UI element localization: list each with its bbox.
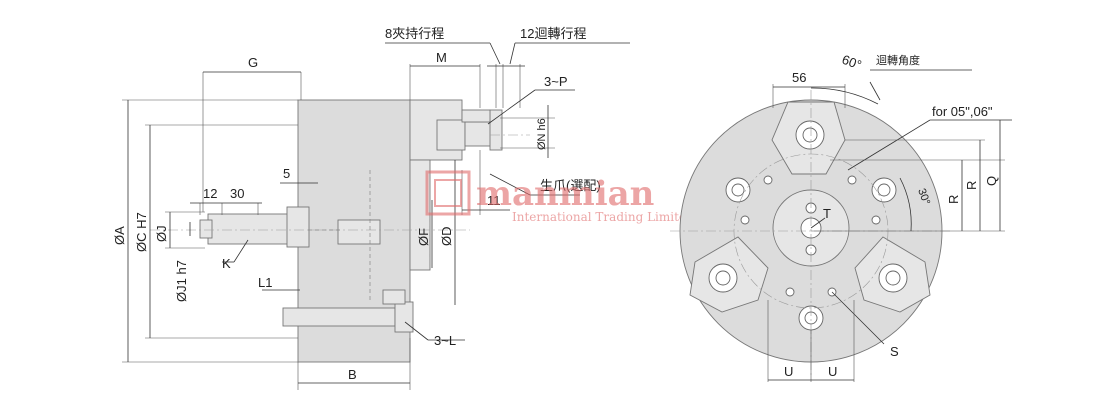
label-for-models: for 05",06" xyxy=(932,104,993,119)
label-G: G xyxy=(248,55,258,70)
front-view xyxy=(670,90,950,375)
label-11: 11 xyxy=(487,193,501,208)
label-phiC: ØC H7 xyxy=(134,212,149,252)
label-60-deg: 60° xyxy=(840,52,864,73)
label-U1: U xyxy=(784,364,793,379)
label-R1: R xyxy=(946,195,961,204)
bolt-small xyxy=(382,289,406,305)
label-30-deg: 30° xyxy=(915,187,932,207)
label-U2: U xyxy=(828,364,837,379)
label-5: 5 xyxy=(283,166,290,181)
label-3P: 3~P xyxy=(544,74,568,89)
watermark: manmian International Trading Limited xyxy=(425,170,694,224)
label-phiF: ØF xyxy=(416,228,431,246)
front-dimensions xyxy=(767,69,1012,382)
plug xyxy=(286,206,310,248)
watermark-brand: manmian xyxy=(476,174,654,214)
front-labels: 56 60° 迴轉角度 for 05",06" 30° T R R Q S U … xyxy=(784,52,999,379)
jaw-upper xyxy=(436,119,466,151)
label-3L: 3~L xyxy=(434,333,456,348)
piston xyxy=(337,219,381,245)
draw-tube xyxy=(207,213,299,245)
watermark-logo xyxy=(425,170,471,216)
label-30: 30 xyxy=(230,186,244,201)
label-phiA: ØA xyxy=(112,226,127,245)
label-R2: R xyxy=(964,181,979,190)
side-dimensions xyxy=(122,42,630,390)
label-rotate-stroke: 12迴轉行程 xyxy=(520,26,586,41)
side-labels: G M 8夾持行程 12迴轉行程 3~P ØN h6 生爪(選配) 11 5 1… xyxy=(112,26,601,382)
label-Q: Q xyxy=(984,176,999,186)
label-B: B xyxy=(348,367,357,382)
bolt-head xyxy=(394,301,414,333)
label-56: 56 xyxy=(792,70,806,85)
watermark-subtitle: International Trading Limited xyxy=(512,210,694,224)
label-clamp-stroke: 8夾持行程 xyxy=(385,26,444,41)
label-T: T xyxy=(823,206,831,221)
label-L1: L1 xyxy=(258,275,272,290)
label-M: M xyxy=(436,50,447,65)
jaw-end xyxy=(489,109,503,151)
label-phiN: ØN h6 xyxy=(536,118,548,150)
label-phiD: ØD xyxy=(439,227,454,247)
label-jaw: 生爪(選配) xyxy=(540,178,601,193)
label-phiJ: ØJ xyxy=(154,225,169,242)
label-K: K xyxy=(222,256,231,271)
label-rotation-angle: 迴轉角度 xyxy=(876,53,920,67)
label-S: S xyxy=(890,344,899,359)
bolt-shank xyxy=(282,307,396,327)
label-phiJ1: ØJ1 h7 xyxy=(174,260,189,302)
label-12: 12 xyxy=(203,186,217,201)
draw-tube-thread xyxy=(199,219,213,239)
jaw-spigot xyxy=(461,109,491,123)
side-view xyxy=(150,99,530,363)
